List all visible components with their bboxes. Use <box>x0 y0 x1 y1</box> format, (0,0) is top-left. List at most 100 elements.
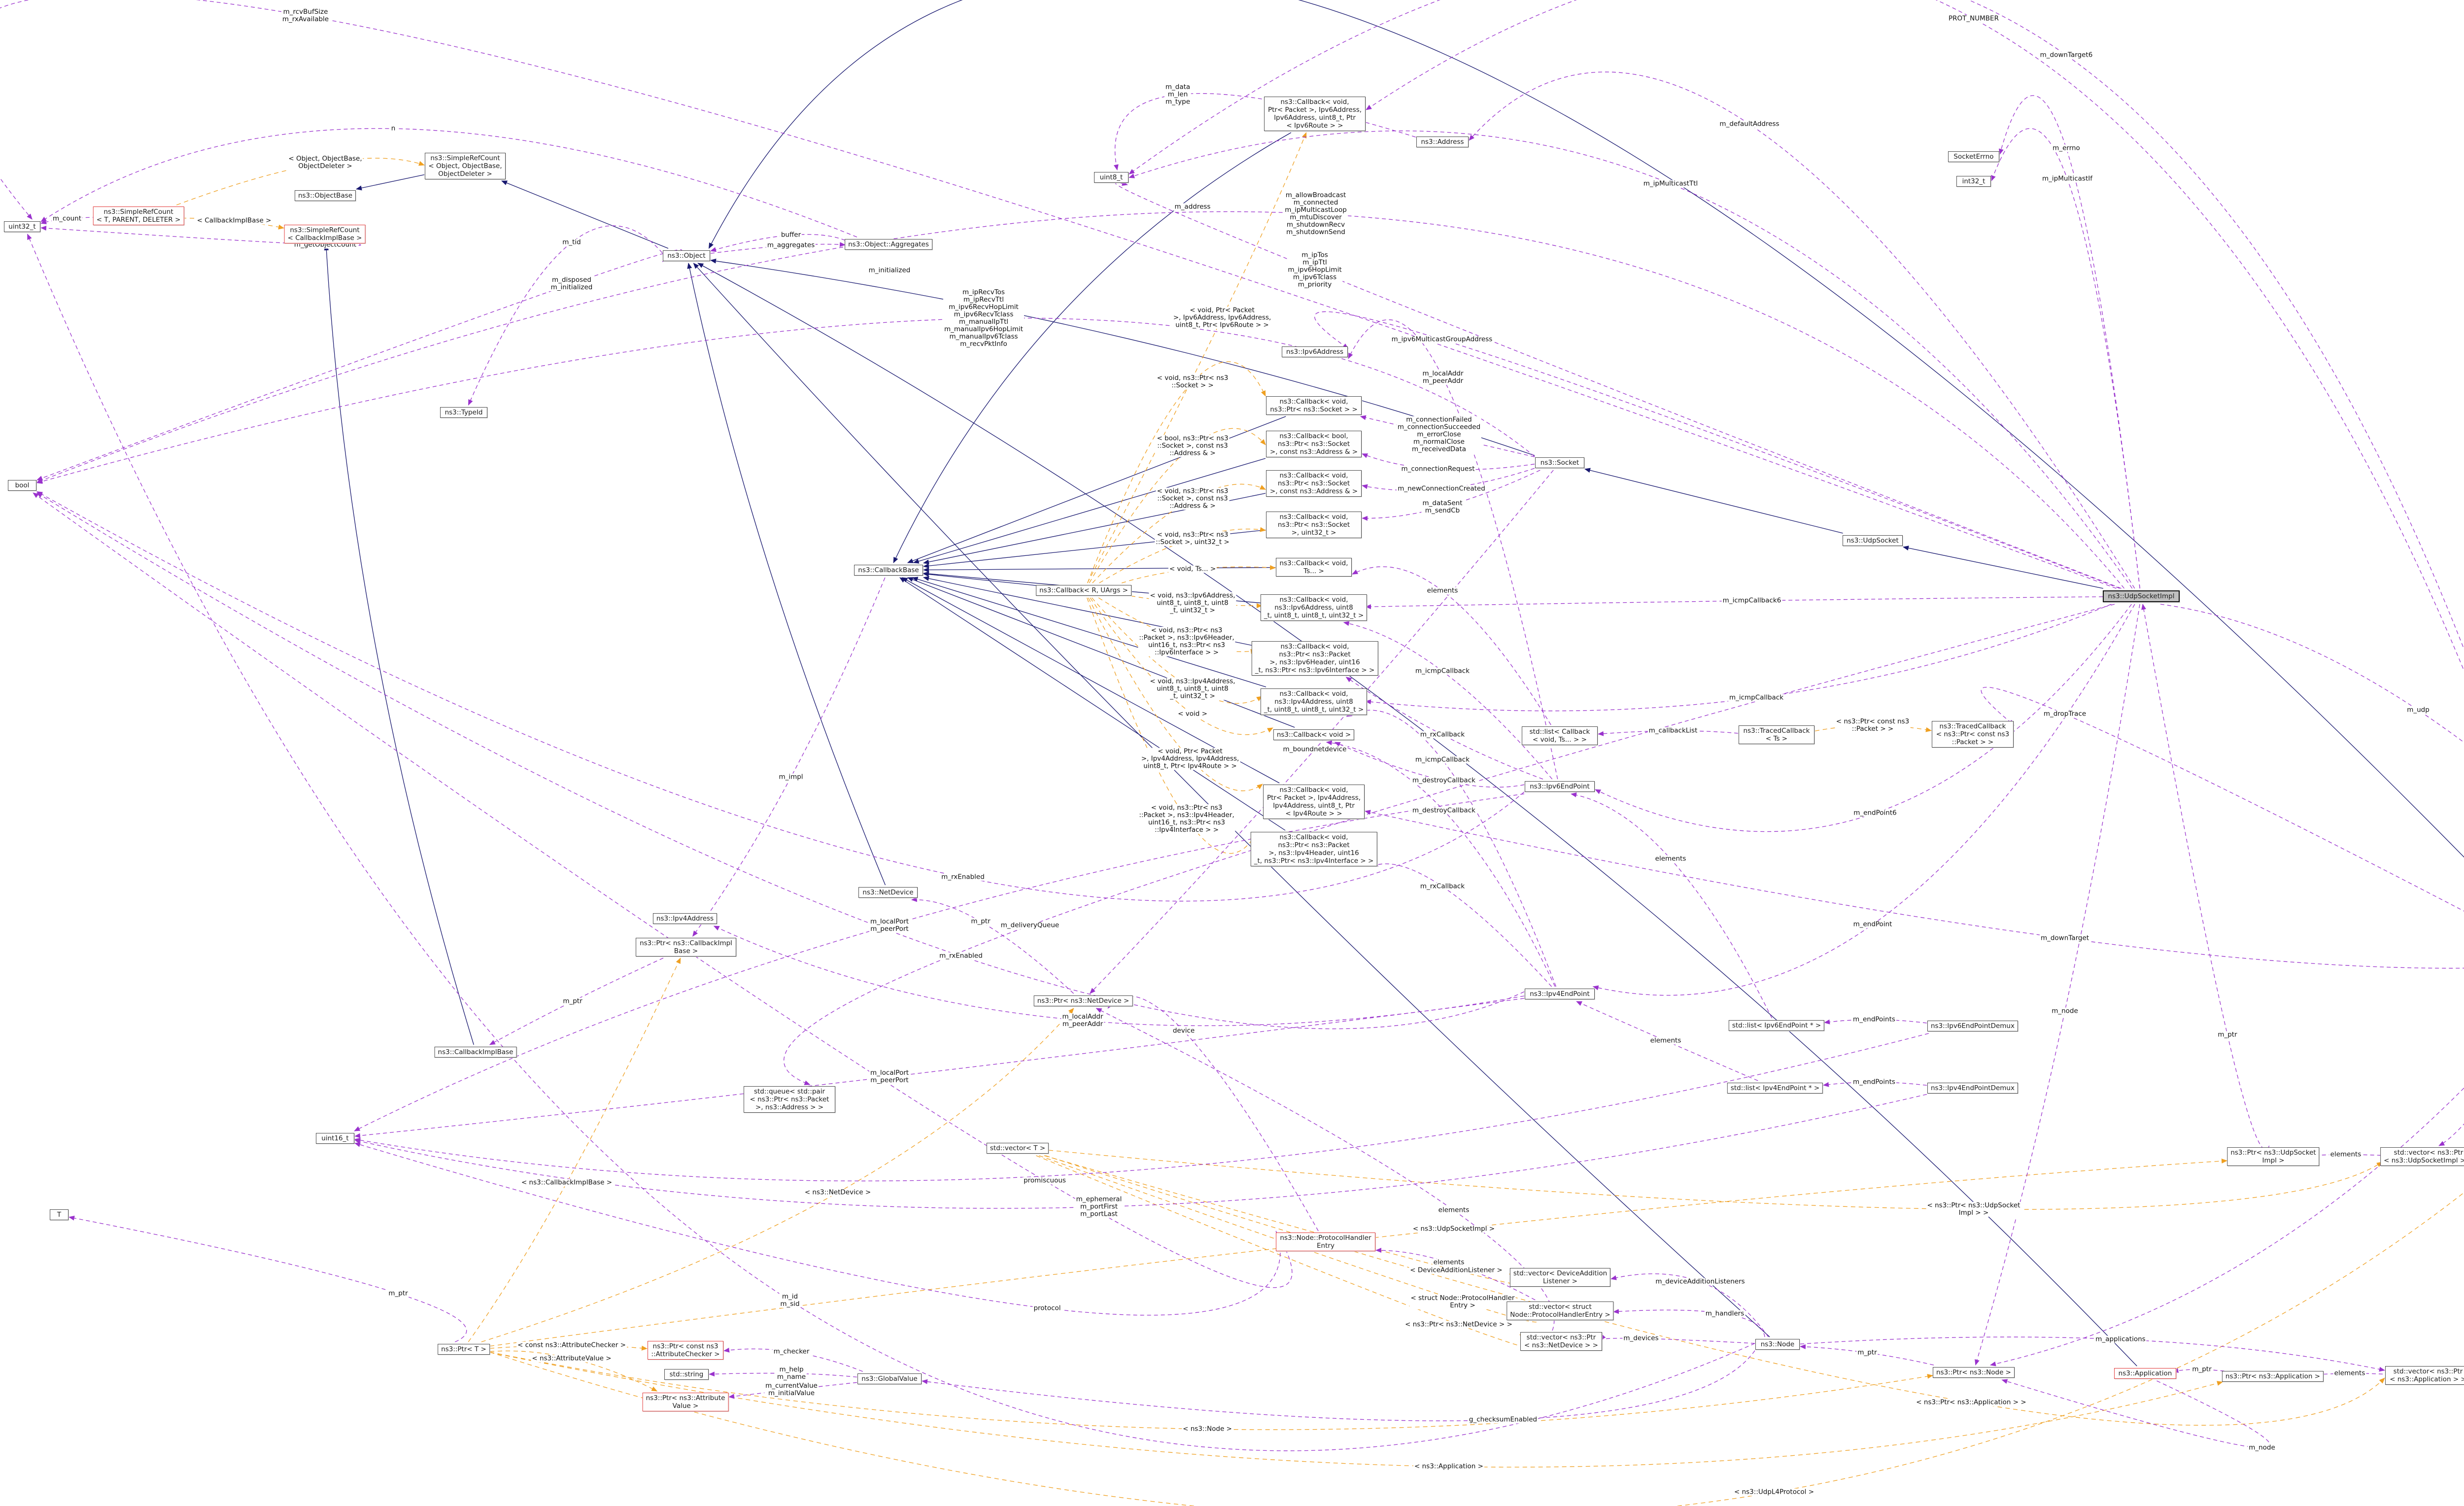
node-cb_bsa[interactable]: ns3::Callback< bool, ns3::Ptr< ns3::Sock… <box>1266 431 1362 457</box>
edge-phe-bool <box>33 492 1293 1288</box>
node-ptr_node[interactable]: ns3::Ptr< ns3::Node > <box>1933 1367 2015 1378</box>
node-uint16[interactable]: uint16_t <box>316 1133 354 1144</box>
node-typeid[interactable]: ns3::TypeId <box>440 407 487 418</box>
edge-socket-bool <box>36 317 1535 484</box>
node-cb_vsu[interactable]: ns3::Callback< void, ns3::Ptr< ns3::Sock… <box>1266 512 1362 538</box>
edge-label-impl-ep4: m_endPoint <box>1852 920 1893 928</box>
edge-demux4-uint16 <box>354 1094 1927 1209</box>
node-objectbase[interactable]: ns3::ObjectBase <box>294 190 356 201</box>
node-udpsocket[interactable]: ns3::UdpSocket <box>1843 535 1903 546</box>
node-vec_phe[interactable]: std::vector< struct Node::ProtocolHandle… <box>1506 1301 1614 1320</box>
node-queue_pkt[interactable]: std::queue< std::pair < ns3::Ptr< ns3::P… <box>744 1086 835 1113</box>
node-cb_ipv4route[interactable]: ns3::Callback< void, Ptr< Packet >, Ipv4… <box>1263 785 1365 819</box>
node-demux4[interactable]: ns3::Ipv4EndPointDemux <box>1927 1083 2018 1094</box>
node-vec_t[interactable]: std::vector< T > <box>986 1143 1049 1154</box>
node-cb_vs[interactable]: ns3::Callback< void, ns3::Ptr< ns3::Sock… <box>1266 396 1362 415</box>
node-vec_nd[interactable]: std::vector< ns3::Ptr < ns3::NetDevice >… <box>1520 1332 1602 1351</box>
edge-src_t-src_cib <box>181 217 284 230</box>
node-ipv6addr[interactable]: ns3::Ipv6Address <box>1282 346 1348 357</box>
node-cib[interactable]: ns3::CallbackImplBase <box>434 1047 517 1058</box>
node-address[interactable]: ns3::Address <box>1416 137 1469 147</box>
node-cb_icmp6[interactable]: ns3::Callback< void, ns3::Ipv6Address, u… <box>1260 594 1368 621</box>
node-cb_rx6[interactable]: ns3::Callback< void, ns3::Ptr< ns3::Pack… <box>1251 641 1378 676</box>
node-vec_usi[interactable]: std::vector< ns3::Ptr < ns3::UdpSocketIm… <box>2380 1147 2464 1166</box>
edge-udpl4-object <box>708 0 2464 858</box>
edge-ep4-ipv4addr <box>713 925 1525 1027</box>
edge-udpsocket-socket <box>1584 468 1843 534</box>
node-demux6[interactable]: ns3::Ipv6EndPointDemux <box>1927 1021 2018 1031</box>
node-cbbase[interactable]: ns3::CallbackBase <box>854 565 923 576</box>
node-int32[interactable]: int32_t <box>1956 176 1991 187</box>
edge-label-list_cb-cb_vts: elements <box>1426 586 1459 595</box>
node-tc_ts[interactable]: ns3::TracedCallback < Ts > <box>1739 725 1814 744</box>
node-src_obj[interactable]: ns3::SimpleRefCount < Object, ObjectBase… <box>425 153 506 179</box>
edge-impl-uint32 <box>0 0 2117 589</box>
node-tparam[interactable]: T <box>50 1209 68 1220</box>
edge-label-ptr_t-ptr_usi: < ns3::UdpSocketImpl > <box>1411 1225 1496 1233</box>
edge-ptr_t-tparam <box>68 1215 467 1342</box>
edge-label-ptr_t-ptr_node: < ns3::Node > <box>1182 1425 1233 1433</box>
edge-label-phe-uint16: protocol <box>1032 1304 1062 1312</box>
edge-label-impl-uint8: m_ipMulticastTtl <box>1642 179 1699 188</box>
edge-label-impl-uint32: m_rcvBufSize m_rxAvailable <box>281 8 330 23</box>
edge-label-ep4-cb_rx4: m_rxCallback <box>1419 882 1466 890</box>
node-phe[interactable]: ns3::Node::ProtocolHandler Entry <box>1276 1232 1375 1251</box>
node-tc_pkt[interactable]: ns3::TracedCallback < ns3::Ptr< const ns… <box>1932 721 2014 748</box>
node-cb_void[interactable]: ns3::Callback< void > <box>1273 729 1355 740</box>
node-socket[interactable]: ns3::Socket <box>1535 457 1584 468</box>
edge-label-ptr_t-ptr_chk: < const ns3::AttributeChecker > <box>516 1341 627 1349</box>
node-globalvalue[interactable]: ns3::GlobalValue <box>857 1373 922 1384</box>
node-ptr_usi[interactable]: ns3::Ptr< ns3::UdpSocket Impl > <box>2227 1147 2320 1166</box>
edge-vec_t-vec_phe <box>1039 1155 1538 1323</box>
node-aggregates[interactable]: ns3::Object::Aggregates <box>845 239 932 250</box>
node-list_ep6[interactable]: std::list< Ipv6EndPoint * > <box>1728 1020 1825 1031</box>
edge-label-ptr_t-tparam: m_ptr <box>387 1289 409 1298</box>
node-cb_vsa[interactable]: ns3::Callback< void, ns3::Ptr< ns3::Sock… <box>1266 470 1362 497</box>
node-ep4[interactable]: ns3::Ipv4EndPoint <box>1525 989 1595 999</box>
node-bool[interactable]: bool <box>8 480 36 491</box>
node-ptr_nd[interactable]: ns3::Ptr< ns3::NetDevice > <box>1033 995 1133 1006</box>
node-vec_dal[interactable]: std::vector< DeviceAddition Listener > <box>1509 1268 1611 1287</box>
node-ep6[interactable]: ns3::Ipv6EndPoint <box>1525 781 1595 792</box>
node-app[interactable]: ns3::Application <box>2114 1368 2176 1379</box>
edge-label-socket-cb_bsa: m_connectionRequest <box>1400 465 1476 473</box>
node-object[interactable]: ns3::Object <box>663 250 710 261</box>
node-ptr_t[interactable]: ns3::Ptr< T > <box>438 1344 490 1355</box>
node-src_t[interactable]: ns3::SimpleRefCount < T, PARENT, DELETER… <box>93 206 184 225</box>
edge-label-src_t-src_obj: < Object, ObjectBase, ObjectDeleter > <box>287 155 363 170</box>
edge-label-ptr_cib-cib: m_ptr <box>562 997 583 1005</box>
edge-label-impl-int32: m_ipMulticastIf <box>2041 174 2093 183</box>
node-ptr_cib[interactable]: ns3::Ptr< ns3::CallbackImpl Base > <box>636 938 736 957</box>
edge-ptr_node-node <box>1800 1344 1934 1366</box>
node-sockerrno[interactable]: SocketErrno <box>1948 151 1999 162</box>
node-impl[interactable]: ns3::UdpSocketImpl <box>2103 590 2180 602</box>
node-netdevice[interactable]: ns3::NetDevice <box>858 887 918 898</box>
node-cb_r[interactable]: ns3::Callback< R, UArgs > <box>1036 585 1131 596</box>
edge-label-src_t-uint32: m_count <box>52 214 82 223</box>
node-ptr_val[interactable]: ns3::Ptr< ns3::Attribute Value > <box>642 1393 729 1411</box>
edge-node-globalvalue <box>922 1350 1755 1421</box>
node-list_cb[interactable]: std::list< Callback < void, Ts... > > <box>1522 726 1598 745</box>
node-uint8[interactable]: uint8_t <box>1094 172 1129 183</box>
node-ptr_chk[interactable]: ns3::Ptr< const ns3 ::AttributeChecker > <box>648 1341 723 1360</box>
edge-label-impl-cb_icmp4: m_icmpCallback <box>1728 693 1785 702</box>
node-cb_icmp4[interactable]: ns3::Callback< void, ns3::Ipv4Address, u… <box>1260 688 1368 715</box>
edge-label-vec_t-vec_nd: < ns3::Ptr< ns3::NetDevice > > <box>1404 1320 1513 1329</box>
node-stdstring[interactable]: std::string <box>664 1369 709 1380</box>
edge-ptr_t-ptr_udpl4 <box>489 1192 2464 1506</box>
node-list_ep4[interactable]: std::list< Ipv4EndPoint * > <box>1727 1083 1823 1094</box>
node-vec_app[interactable]: std::vector< ns3::Ptr < ns3::Application… <box>2385 1366 2464 1385</box>
node-src_cib[interactable]: ns3::SimpleRefCount < CallbackImplBase > <box>284 225 366 243</box>
node-cb_ipv6route[interactable]: ns3::Callback< void, Ptr< Packet >, Ipv6… <box>1264 97 1366 131</box>
edge-impl-bool <box>36 211 2125 589</box>
edge-label-impl-cb_icmp6: m_icmpCallback6 <box>1721 596 1782 605</box>
node-node[interactable]: ns3::Node <box>1755 1339 1800 1350</box>
node-ptr_app[interactable]: ns3::Ptr< ns3::Application > <box>2222 1371 2324 1382</box>
node-ipv4addr[interactable]: ns3::Ipv4Address <box>652 913 718 924</box>
edge-label-aggregates-uint32: n <box>390 124 397 133</box>
node-cb_rx4[interactable]: ns3::Callback< void, ns3::Ptr< ns3::Pack… <box>1250 832 1377 866</box>
edge-label-node-vec_nd: m_devices <box>1622 1334 1660 1342</box>
node-cb_vts[interactable]: ns3::Callback< void, Ts... > <box>1276 558 1352 577</box>
edge-label-cb_r-cb_vs: < void, ns3::Ptr< ns3 ::Socket > > <box>1156 374 1230 389</box>
node-uint32[interactable]: uint32_t <box>4 221 40 232</box>
